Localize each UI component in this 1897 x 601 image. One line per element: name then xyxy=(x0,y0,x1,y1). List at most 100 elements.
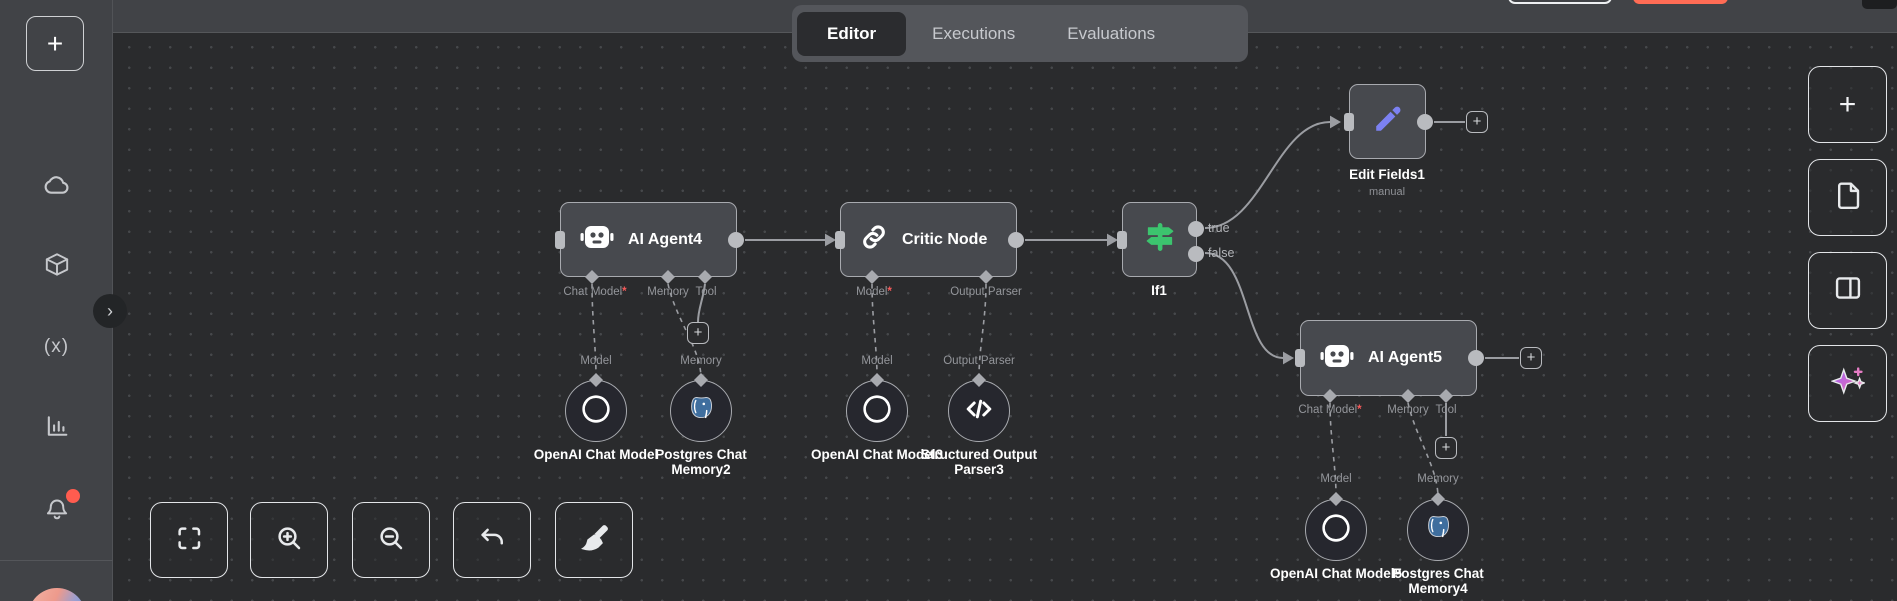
subnode-caption: OpenAI Chat Model3 xyxy=(810,447,944,462)
plus-icon: + xyxy=(1838,87,1857,121)
view-tab-switcher: Editor Executions Evaluations xyxy=(792,5,1248,62)
sidebar-item-insights[interactable] xyxy=(0,408,113,448)
node-ai-agent4[interactable]: AI Agent4 xyxy=(555,202,744,277)
port-label-tool: Tool xyxy=(695,286,717,298)
port-label-chat-model: Chat Model* xyxy=(563,286,627,298)
add-next-node-button[interactable]: + xyxy=(1466,111,1488,133)
bar-chart-icon xyxy=(43,412,71,445)
add-node-button[interactable]: + xyxy=(1808,66,1887,143)
subnode-port-output-parser: Output Parser xyxy=(943,355,1015,367)
sidebar-item-cloud[interactable] xyxy=(0,167,113,207)
if-false-label: false xyxy=(1208,246,1235,260)
port-label-model: Model* xyxy=(856,286,892,298)
fit-view-button[interactable] xyxy=(150,502,228,578)
undo-button[interactable] xyxy=(453,502,531,578)
tab-executions[interactable]: Executions xyxy=(932,23,1016,43)
zoom-in-button[interactable] xyxy=(250,502,328,578)
output-port-false[interactable] xyxy=(1188,246,1204,262)
add-tool-button[interactable]: + xyxy=(1435,437,1457,459)
edge-agent4-chatmodel xyxy=(591,283,597,378)
sparkles-icon xyxy=(1829,364,1866,403)
subnode-caption: OpenAI Chat Model xyxy=(533,447,659,462)
node-title: AI Agent5 xyxy=(1368,349,1443,366)
output-port[interactable] xyxy=(728,231,744,248)
subnode-postgres-chat-memory4[interactable] xyxy=(1407,499,1469,561)
node-edit-fields1[interactable] xyxy=(1344,84,1433,159)
input-handle[interactable] xyxy=(835,230,845,249)
port-label-chat-model: Chat Model* xyxy=(1298,404,1362,416)
chevron-right-icon: › xyxy=(107,300,113,321)
edge-critic-model xyxy=(871,283,878,378)
save-button-partial[interactable] xyxy=(1633,0,1728,4)
pencil-icon xyxy=(1371,102,1405,141)
share-button-partial[interactable] xyxy=(1508,0,1612,4)
sticky-note-button[interactable] xyxy=(1808,159,1887,236)
broom-icon xyxy=(578,522,610,559)
add-tool-button[interactable]: + xyxy=(687,322,709,344)
add-next-node-button[interactable]: + xyxy=(1520,347,1542,369)
zoom-out-icon xyxy=(376,523,406,558)
subnode-caption: OpenAI Chat Model5 xyxy=(1269,566,1403,581)
robot-agent-icon xyxy=(580,224,614,255)
tidy-up-button[interactable] xyxy=(555,502,633,578)
package-box-icon xyxy=(42,250,72,285)
output-port[interactable] xyxy=(1417,113,1433,130)
subnode-structured-output-parser3[interactable] xyxy=(948,380,1010,442)
sidebar-item-notifications[interactable] xyxy=(0,490,113,530)
toggle-panel-button[interactable] xyxy=(1808,252,1887,329)
cloud-icon xyxy=(42,172,72,203)
edge-agent4-memory xyxy=(667,283,702,378)
output-port[interactable] xyxy=(1468,350,1484,366)
robot-agent-icon xyxy=(1320,343,1354,374)
subnode-port-memory: Memory xyxy=(680,355,722,367)
chain-link-icon xyxy=(860,223,888,256)
sidebar-collapse-toggle[interactable]: › xyxy=(93,294,127,328)
node-critic[interactable]: Critic Node xyxy=(835,202,1024,277)
fit-view-icon xyxy=(174,523,204,558)
edge-agent4-tool-plus xyxy=(697,283,706,323)
openai-logo-icon xyxy=(861,393,893,430)
corner-menu-partial xyxy=(1862,0,1897,9)
input-handle[interactable] xyxy=(555,230,565,249)
output-port[interactable] xyxy=(1008,231,1024,248)
sidebar-item-variables[interactable]: (x) xyxy=(0,327,113,367)
edge-critic-outputparser xyxy=(978,283,987,378)
code-brackets-icon xyxy=(964,394,994,429)
input-handle[interactable] xyxy=(1295,349,1305,367)
edge-if1-true-editfields xyxy=(1204,121,1331,229)
zoom-out-button[interactable] xyxy=(352,502,430,578)
input-handle[interactable] xyxy=(1344,112,1354,131)
tab-editor[interactable]: Editor xyxy=(797,11,907,56)
node-ai-agent5[interactable]: AI Agent5 xyxy=(1295,320,1484,396)
output-port-true[interactable] xyxy=(1188,221,1204,237)
user-avatar[interactable] xyxy=(28,588,86,601)
postgres-elephant-icon xyxy=(1423,513,1453,548)
node-caption-if1: If1 xyxy=(1151,283,1167,298)
port-label-memory: Memory xyxy=(647,286,689,298)
variables-icon: (x) xyxy=(43,336,70,357)
node-if1[interactable] xyxy=(1117,202,1204,277)
subnode-port-memory: Memory xyxy=(1417,473,1459,485)
ai-assistant-button[interactable] xyxy=(1808,345,1887,422)
zoom-in-icon xyxy=(274,523,304,558)
subnode-openai-chat-model5[interactable] xyxy=(1305,499,1367,561)
subnode-port-model: Model xyxy=(1320,473,1352,485)
node-subtitle-manual: manual xyxy=(1368,186,1406,198)
split-columns-icon xyxy=(1832,272,1864,309)
bell-icon xyxy=(42,494,72,527)
add-workflow-button[interactable]: + xyxy=(26,16,84,71)
subnode-caption: Postgres Chat Memory4 xyxy=(1392,566,1484,596)
undo-icon xyxy=(477,523,507,558)
subnode-openai-chat-model3[interactable] xyxy=(846,380,908,442)
tab-evaluations[interactable]: Evaluations xyxy=(1067,23,1156,43)
postgres-elephant-icon xyxy=(686,394,716,429)
input-handle[interactable] xyxy=(1117,230,1127,249)
subnode-port-model: Model xyxy=(580,355,612,367)
edge-agent5-memory xyxy=(1407,402,1439,497)
subnode-postgres-chat-memory2[interactable] xyxy=(670,380,732,442)
sidebar-item-templates[interactable] xyxy=(0,247,113,287)
file-icon xyxy=(1832,179,1864,216)
subnode-port-model: Model xyxy=(861,355,893,367)
